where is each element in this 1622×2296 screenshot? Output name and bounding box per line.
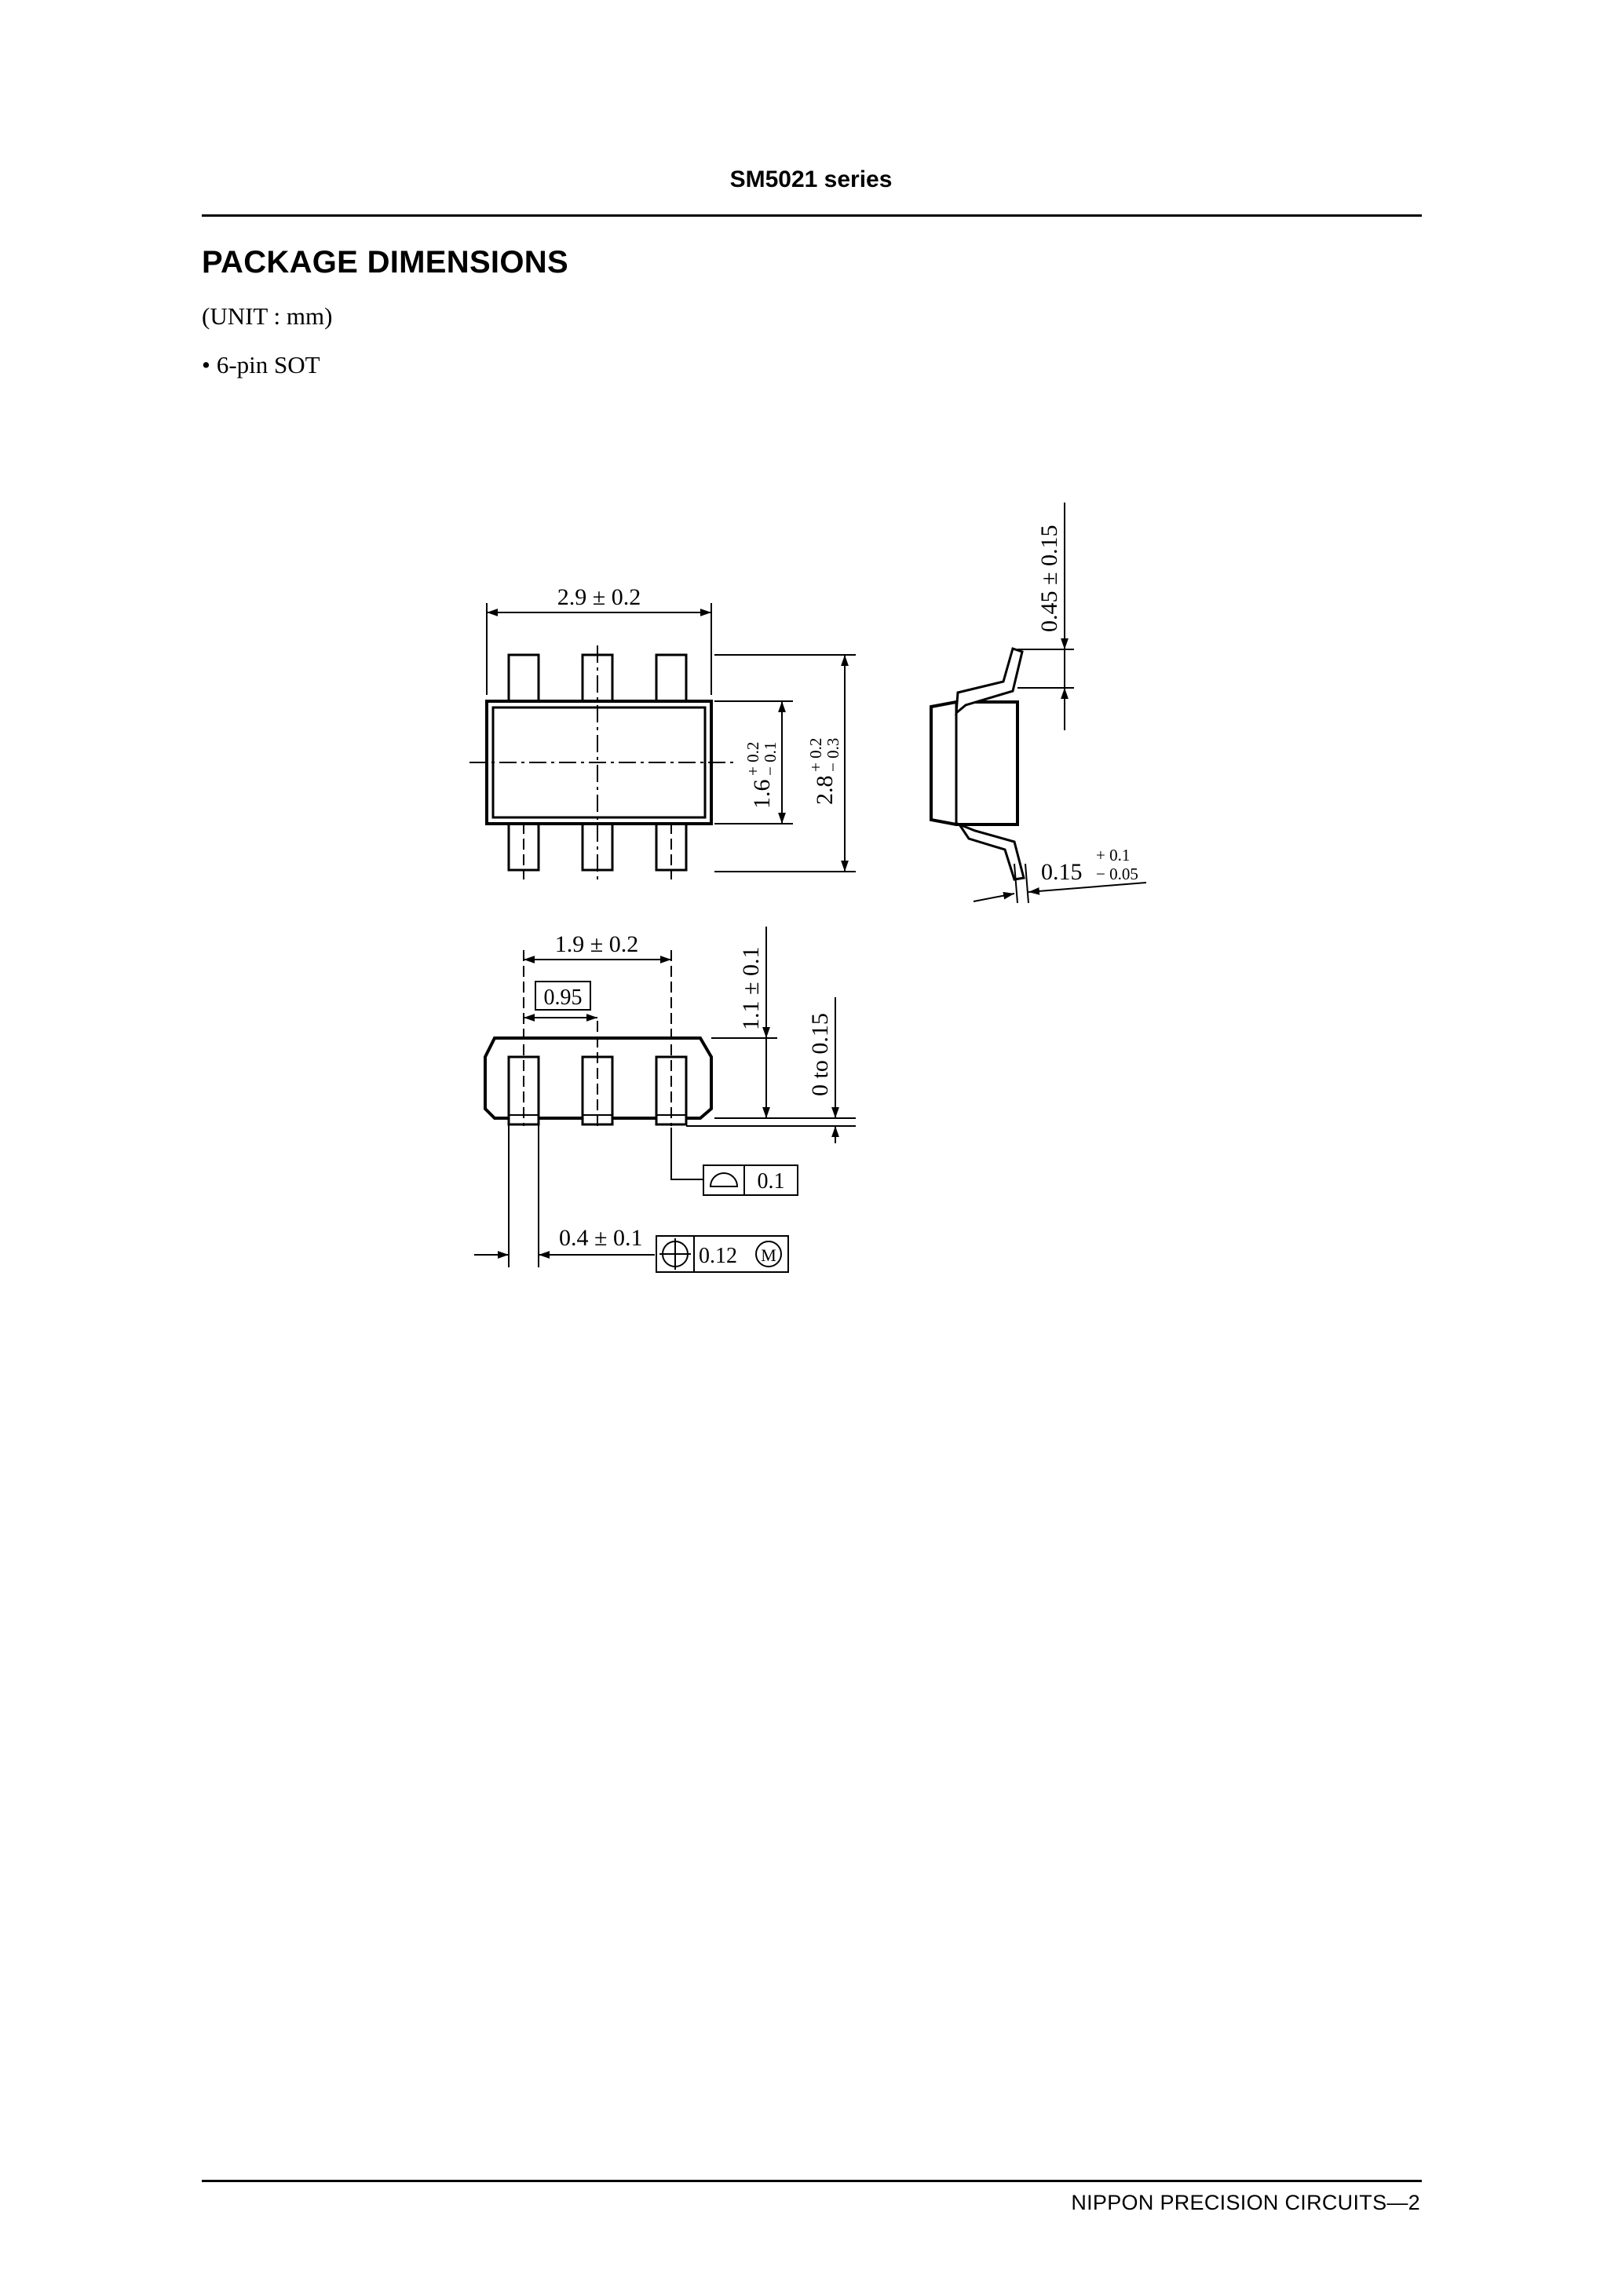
position-modifier: M — [761, 1245, 776, 1265]
dim-overall-height: 2.8 + 0.2 − 0.3 — [806, 738, 842, 805]
section-heading: PACKAGE DIMENSIONS — [202, 245, 568, 280]
dim-body-width: 2.9 ± 0.2 — [557, 584, 641, 610]
dim-lead-thickness-nominal: 0.15 — [1041, 859, 1083, 885]
dim-lead-width: 0.4 ± 0.1 — [559, 1225, 642, 1251]
dim-overall-height-tol-minus: − 0.3 — [824, 738, 842, 772]
dim-body-height-tol-plus: + 0.2 — [743, 742, 762, 776]
dim-lead-length: 0.45 ± 0.15 — [1036, 525, 1062, 632]
side-view — [930, 503, 1147, 904]
coplanarity-value: 0.1 — [758, 1169, 785, 1194]
dim-overall-height-tol-plus: + 0.2 — [806, 738, 825, 772]
header-rule — [202, 214, 1422, 217]
unit-note: (UNIT : mm) — [202, 302, 333, 330]
dim-lead-thickness-tol-plus: + 0.1 — [1096, 846, 1130, 865]
footer-text: NIPPON PRECISION CIRCUITS—2 — [1071, 2191, 1420, 2214]
bullet-icon: • — [202, 351, 210, 378]
dim-standoff: 0 to 0.15 — [807, 1013, 833, 1096]
dim-lead-span: 1.9 ± 0.2 — [555, 931, 638, 957]
dim-body-thickness: 1.1 ± 0.1 — [738, 947, 764, 1030]
package-type-label: 6-pin SOT — [216, 351, 320, 378]
dim-lead-thickness-tol-minus: − 0.05 — [1096, 865, 1138, 883]
top-view — [469, 603, 856, 879]
position-tolerance-value: 0.12 — [699, 1244, 737, 1268]
footer-rule — [202, 2180, 1422, 2182]
dim-body-height-tol-minus: − 0.1 — [761, 742, 780, 776]
dim-body-height-nominal: 1.6 — [749, 780, 775, 810]
dim-body-height: 1.6 + 0.2 − 0.1 — [743, 742, 780, 809]
dim-lead-thickness: 0.15 + 0.1 − 0.05 — [1041, 846, 1138, 885]
series-title: SM5021 series — [729, 166, 893, 192]
dim-lead-pitch: 0.95 — [544, 985, 583, 1010]
front-view — [474, 927, 856, 1273]
package-type-item: •6-pin SOT — [202, 351, 320, 379]
dim-overall-height-nominal: 2.8 — [812, 776, 838, 806]
